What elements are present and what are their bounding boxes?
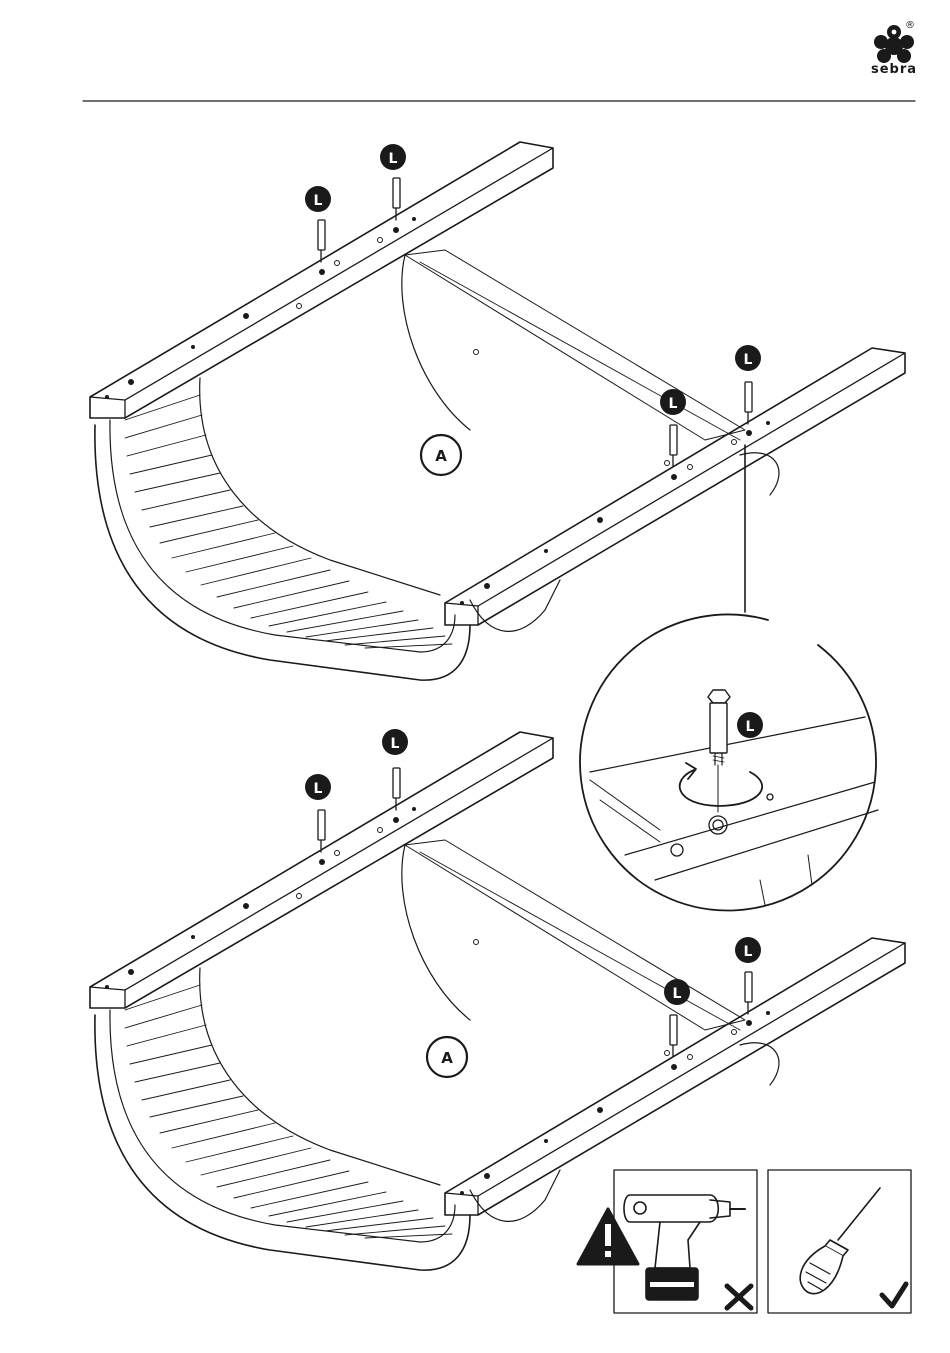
- screw-l-top-1: [318, 220, 325, 262]
- bed-frame-top: A: [90, 142, 905, 680]
- screw-l-detail: [708, 690, 730, 812]
- svg-text:L: L: [744, 944, 753, 960]
- svg-text:A: A: [441, 1049, 453, 1067]
- svg-text:L: L: [389, 151, 398, 167]
- svg-text:L: L: [391, 736, 400, 752]
- screw-l-bottom-3: [670, 1015, 677, 1057]
- screwdriver-allowed-box: [768, 1170, 911, 1313]
- screwdriver-icon: [800, 1188, 880, 1294]
- detail-callout: L: [580, 614, 878, 910]
- svg-text:L: L: [746, 719, 755, 735]
- drill-not-allowed-box: [614, 1170, 757, 1313]
- check-icon: [882, 1284, 906, 1306]
- screw-l-top-4: [745, 382, 752, 424]
- part-a-label-top: A: [421, 435, 461, 475]
- svg-text:L: L: [669, 396, 678, 412]
- cross-icon: [727, 1286, 751, 1308]
- screw-label-badge-detail: L: [737, 712, 763, 738]
- bed-frame-bottom: A L L L L: [90, 729, 905, 1270]
- screw-l-bottom-1: [318, 810, 325, 852]
- svg-text:A: A: [435, 447, 447, 465]
- screw-label-badges-top: L L L L: [305, 144, 761, 415]
- svg-text:L: L: [744, 352, 753, 368]
- svg-text:L: L: [314, 193, 323, 209]
- screw-l-bottom-4: [745, 972, 752, 1014]
- part-a-label-bottom: A: [427, 1037, 467, 1077]
- svg-text:L: L: [673, 986, 682, 1002]
- svg-text:L: L: [314, 781, 323, 797]
- screw-l-top-3: [670, 425, 677, 467]
